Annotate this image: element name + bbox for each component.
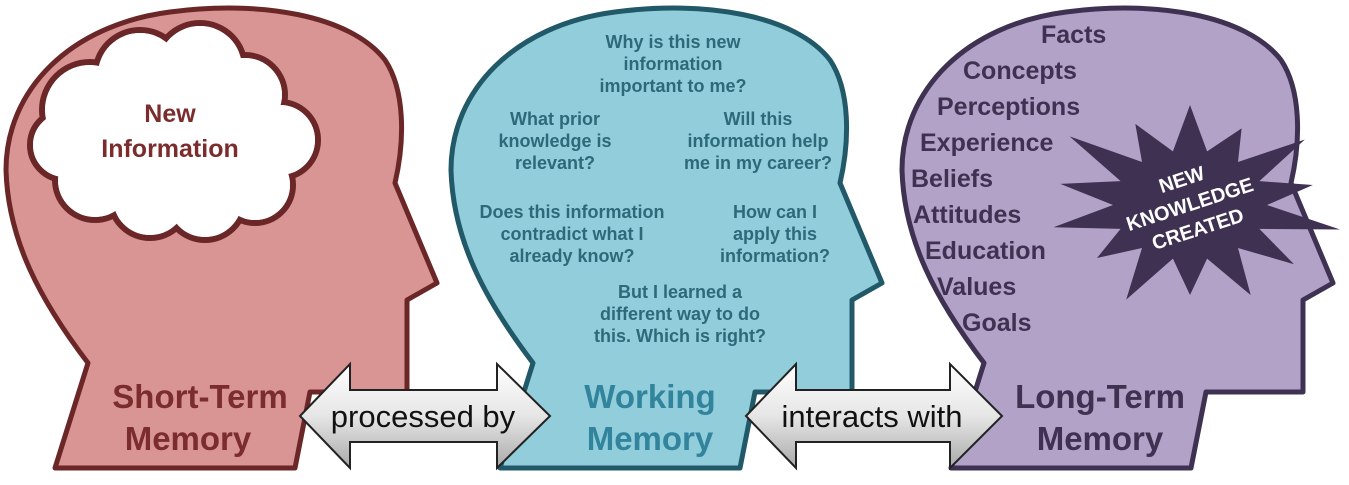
question-line: important to me?	[600, 76, 747, 96]
long-term-item: Goals	[962, 309, 1031, 337]
long-term-item: Experience	[920, 129, 1054, 157]
question-line: information	[624, 54, 723, 74]
cloud-lobe-fill	[163, 83, 277, 197]
long-term-item: Perceptions	[937, 93, 1080, 121]
question-line: information help	[688, 131, 829, 151]
question-line: What prior	[510, 109, 600, 129]
long-term-label-line2: Memory	[1037, 420, 1164, 457]
question-line: Does this information	[479, 202, 664, 222]
working-label-line1: Working	[584, 378, 715, 415]
working-label-line2: Memory	[587, 420, 714, 457]
question-line: How can I	[733, 202, 817, 222]
question-line: already know?	[509, 246, 634, 266]
question-line: information?	[720, 246, 830, 266]
cloud-text-line2: Information	[101, 135, 239, 163]
short-term-label-line1: Short-Term	[112, 378, 287, 415]
question-line: apply this	[733, 224, 817, 244]
cloud-text-line1: New	[144, 100, 196, 128]
new-knowledge-starburst	[1053, 105, 1341, 300]
long-term-item: Values	[937, 273, 1016, 301]
question-line: knowledge is	[498, 131, 611, 151]
long-term-item: Attitudes	[913, 201, 1021, 229]
question-line: Will this	[724, 109, 793, 129]
question-line: Why is this new	[605, 32, 741, 52]
interacts-with-arrow: interacts with	[744, 361, 1004, 471]
short-term-label-line2: Memory	[125, 420, 252, 457]
question-line: relevant?	[515, 153, 595, 173]
long-term-label-line1: Long-Term	[1015, 378, 1185, 415]
long-term-item: Beliefs	[911, 165, 993, 193]
question-line: me in my career?	[684, 153, 832, 173]
long-term-items: FactsConceptsPerceptionsExperienceBelief…	[911, 21, 1106, 337]
question-line: this. Which is right?	[594, 326, 766, 346]
cloud-lobe-fill	[63, 78, 177, 192]
question-line: contradict what I	[500, 224, 643, 244]
cloud-shape	[27, 20, 321, 243]
processed-by-label: processed by	[331, 399, 516, 434]
processed-by-arrow: processed by	[298, 361, 552, 471]
long-term-item: Concepts	[963, 57, 1077, 85]
question-line: different way to do	[600, 304, 760, 324]
question-line: But I learned a	[618, 282, 743, 302]
long-term-item: Facts	[1041, 21, 1106, 49]
interacts-with-label: interacts with	[782, 399, 963, 434]
long-term-item: Education	[925, 237, 1046, 265]
